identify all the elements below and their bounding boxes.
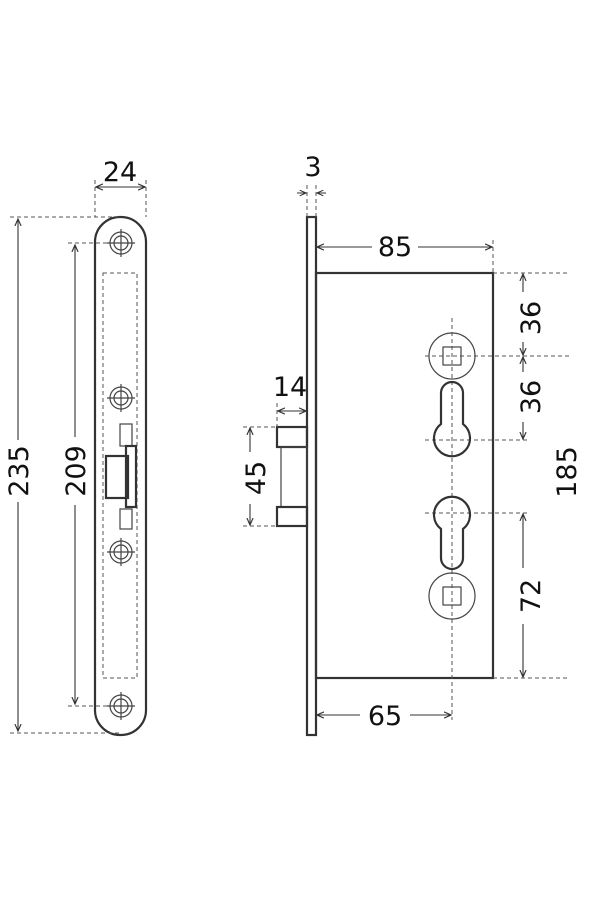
latch-middle (280, 446, 308, 508)
dim-cylinder-to-spindle: 72 (516, 579, 547, 613)
faceplate-side (305, 215, 318, 737)
latch-top (275, 425, 309, 449)
screw-hole-icon (106, 228, 136, 258)
dim-plate-thickness: 3 (304, 152, 321, 183)
dim-spindle-to-keyhole: 36 (516, 380, 547, 414)
body-hidden-outline (102, 272, 138, 679)
dim-top-to-spindle: 36 (516, 301, 547, 335)
screw-hole-icon (106, 537, 136, 567)
dim-screw-spacing: 209 (61, 445, 92, 497)
faceplate-outline (93, 215, 148, 737)
lock-side-view: 3 85 36 36 185 72 65 14 45 (238, 152, 583, 737)
screw-hole-icon (106, 383, 136, 413)
dim-body-height: 185 (552, 446, 583, 498)
dim-backset: 65 (368, 701, 402, 732)
cylinder-hole-icon (432, 495, 472, 571)
keyhole-icon (432, 380, 472, 458)
latch-guide (119, 423, 133, 447)
screw-hole-icon (106, 691, 136, 721)
latch-bolt (104, 454, 130, 500)
faceplate-front-view: 24 235 209 (4, 157, 148, 737)
latch-plate (124, 444, 138, 509)
dim-latch-height: 45 (241, 461, 272, 495)
dim-faceplate-width: 24 (103, 157, 137, 188)
dim-latch-projection: 14 (273, 372, 307, 403)
latch-guide (119, 508, 133, 530)
latch-bottom (275, 505, 309, 528)
dim-body-depth: 85 (378, 232, 412, 263)
dim-faceplate-length: 235 (4, 445, 35, 497)
lock-body (314, 271, 495, 680)
